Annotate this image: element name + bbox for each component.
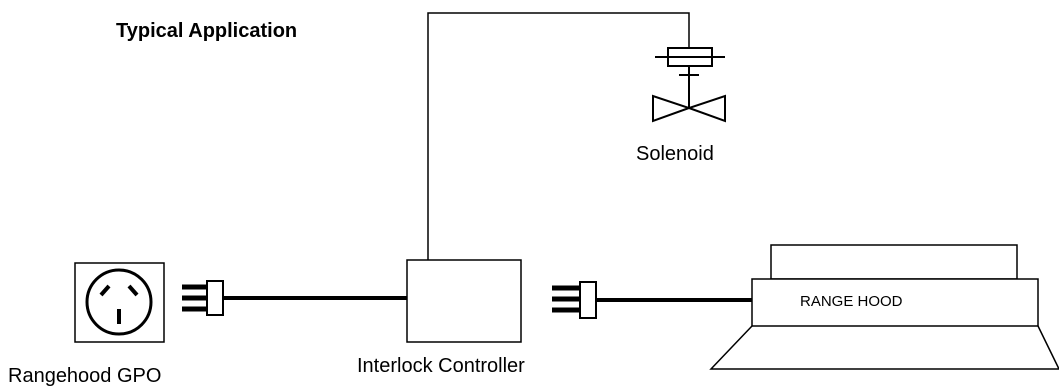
range-hood-icon bbox=[709, 244, 1059, 370]
solenoid-label: Solenoid bbox=[636, 143, 714, 165]
diagram-title: Typical Application bbox=[116, 20, 298, 42]
gpo-socket-icon bbox=[74, 262, 165, 343]
controller-label: Interlock Controller bbox=[357, 355, 525, 377]
interlock-controller-box bbox=[406, 259, 522, 343]
controller-plug-icon bbox=[552, 281, 597, 319]
range-hood-label: RANGE HOOD bbox=[800, 293, 903, 310]
control-wire bbox=[427, 12, 690, 260]
gpo-label: Rangehood GPO bbox=[8, 365, 162, 387]
gpo-plug-icon bbox=[182, 280, 224, 316]
solenoid-icon bbox=[652, 47, 726, 123]
